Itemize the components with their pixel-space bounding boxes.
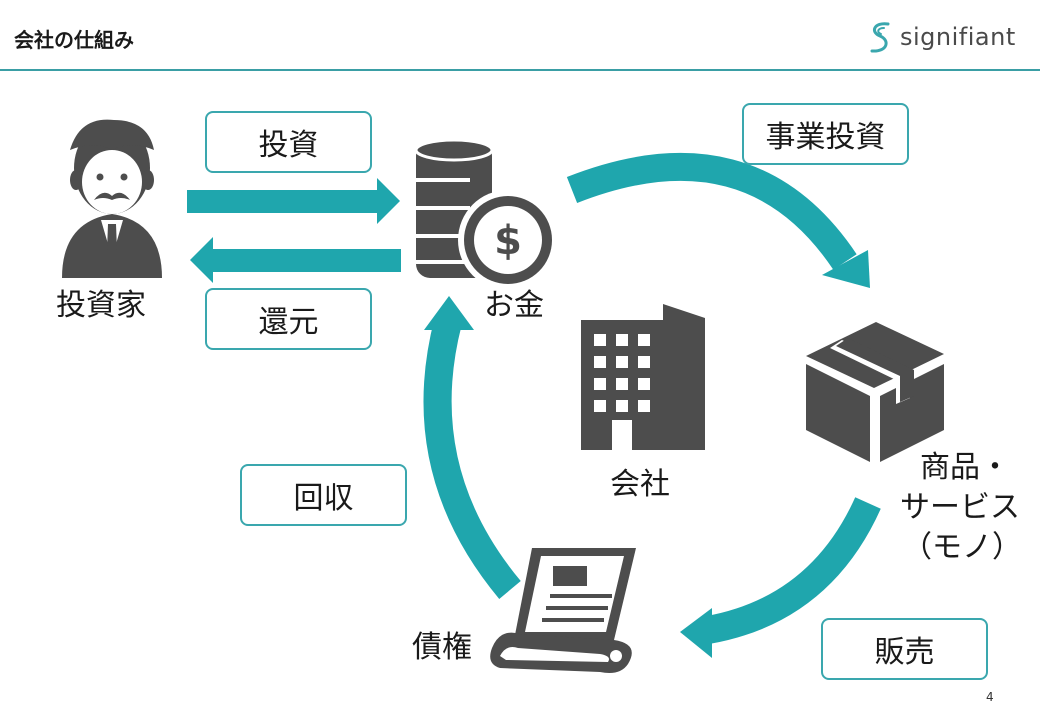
collect-arrow bbox=[423, 296, 521, 599]
logo-text: signifiant bbox=[900, 23, 1016, 51]
investor-label: 投資家 bbox=[56, 288, 146, 323]
receivables-label: 債権 bbox=[412, 630, 472, 665]
business-invest-arrow bbox=[566, 152, 870, 288]
receivables-document-icon bbox=[490, 548, 636, 673]
sales-box: 販売 bbox=[821, 618, 988, 680]
svg-text:$: $ bbox=[494, 218, 522, 264]
sales-arrow bbox=[680, 497, 881, 658]
invest-arrow bbox=[187, 178, 400, 224]
return-box: 還元 bbox=[205, 288, 372, 350]
logo-swirl-icon bbox=[870, 22, 890, 53]
business-invest-box: 事業投資 bbox=[742, 103, 909, 165]
header-divider bbox=[0, 69, 1040, 71]
company-label: 会社 bbox=[610, 467, 670, 502]
product-label-line2: サービス bbox=[900, 490, 1020, 525]
investor-icon bbox=[62, 119, 162, 278]
money-icon: $ bbox=[414, 138, 558, 290]
return-arrow bbox=[190, 237, 401, 283]
page-title: 会社の仕組み bbox=[14, 28, 134, 52]
product-label-line1: 商品・ bbox=[920, 450, 1010, 485]
collect-box: 回収 bbox=[240, 464, 407, 526]
product-box-icon bbox=[806, 322, 944, 462]
money-label: お金 bbox=[484, 288, 544, 323]
brand-logo: signifiant bbox=[866, 18, 1026, 58]
page-number: 4 bbox=[986, 690, 994, 704]
product-label-line3: （モノ） bbox=[902, 530, 1022, 565]
invest-box: 投資 bbox=[205, 111, 372, 173]
company-building-icon bbox=[581, 304, 705, 450]
